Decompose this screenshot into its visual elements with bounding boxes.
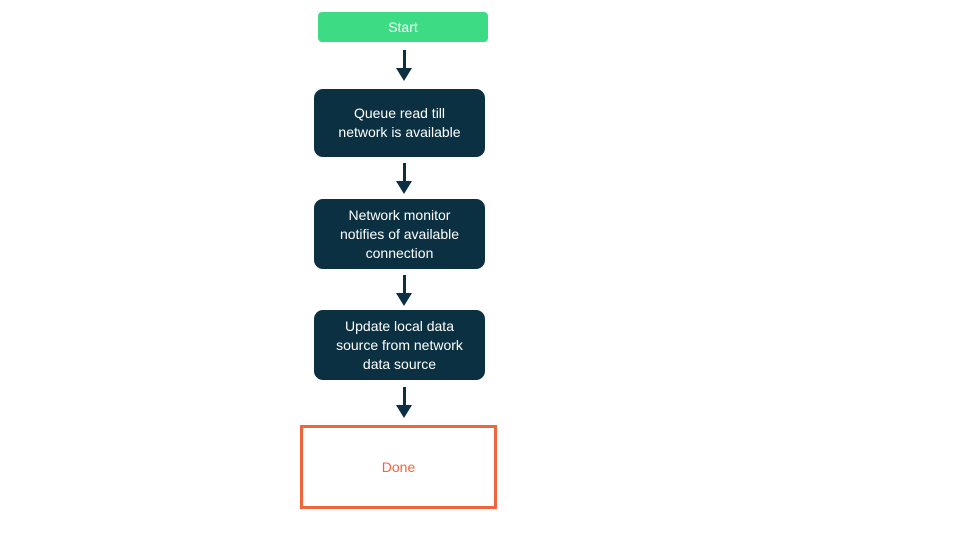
flow-node-done: Done bbox=[300, 425, 497, 509]
arrow-shaft bbox=[402, 275, 406, 293]
flow-arrow-down-icon bbox=[396, 50, 412, 81]
flow-arrow-down-icon bbox=[396, 163, 412, 194]
arrow-head bbox=[396, 293, 412, 306]
flow-node-start: Start bbox=[318, 12, 488, 42]
flow-arrow-down-icon bbox=[396, 387, 412, 418]
flow-node-queue-read-label: Queue read till network is available bbox=[338, 105, 461, 140]
arrow-shaft bbox=[402, 387, 406, 405]
flow-node-update-local-data-label: Update local data source from network da… bbox=[336, 317, 463, 372]
arrow-head bbox=[396, 68, 412, 81]
flow-arrow-down-icon bbox=[396, 275, 412, 306]
flow-node-start-label: Start bbox=[388, 18, 418, 35]
flow-node-queue-read: Queue read till network is available bbox=[314, 89, 485, 157]
flow-node-network-monitor-label: Network monitor notifies of available co… bbox=[339, 206, 460, 261]
arrow-head bbox=[396, 405, 412, 418]
arrow-shaft bbox=[402, 50, 406, 68]
flow-node-network-monitor: Network monitor notifies of available co… bbox=[314, 199, 485, 269]
arrow-head bbox=[396, 181, 412, 194]
flow-node-done-label: Done bbox=[381, 458, 416, 475]
flow-node-update-local-data: Update local data source from network da… bbox=[314, 310, 485, 380]
arrow-shaft bbox=[402, 163, 406, 181]
